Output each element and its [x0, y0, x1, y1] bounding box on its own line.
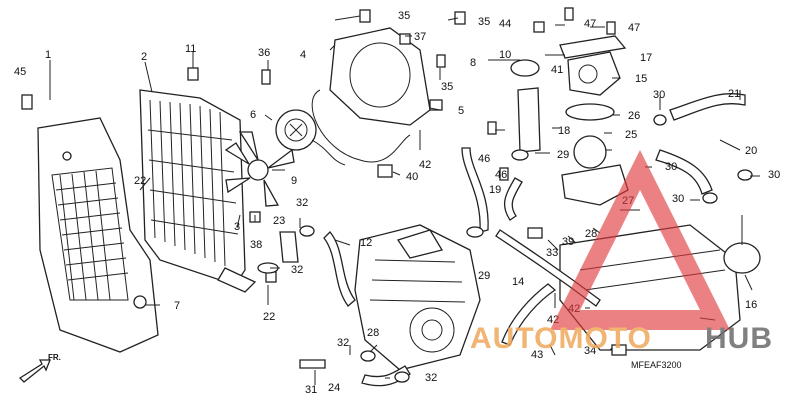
callout-37: 37: [414, 31, 426, 43]
callout-36: 36: [258, 47, 270, 59]
callout-5: 5: [458, 105, 464, 117]
front-label: FR.: [48, 353, 61, 362]
callout-22b: 22: [263, 311, 275, 323]
coolant-hoses: [279, 93, 746, 387]
radiator-grill: [37, 117, 159, 353]
callout-7: 7: [174, 300, 180, 312]
callout-24: 24: [328, 382, 340, 394]
callout-32c: 32: [337, 337, 349, 349]
watermark-text-right: HUB: [705, 322, 773, 355]
callout-16: 16: [745, 299, 757, 311]
callout-14: 14: [512, 276, 524, 288]
callout-9: 9: [291, 175, 297, 187]
callout-33: 33: [546, 247, 558, 259]
callout-6: 6: [250, 109, 256, 121]
callout-34: 34: [584, 345, 596, 357]
callout-26: 26: [628, 110, 640, 122]
callout-43: 43: [531, 349, 543, 361]
callout-47b: 47: [628, 22, 640, 34]
callout-46a: 46: [478, 153, 490, 165]
callout-46b: 46: [495, 169, 507, 181]
callout-44: 44: [499, 18, 511, 30]
front-direction-arrow: FR.: [18, 353, 61, 383]
callout-45: 45: [14, 66, 26, 78]
callout-30c: 30: [672, 193, 684, 205]
leader-lines: [49, 15, 760, 385]
callout-42a: 42: [419, 159, 431, 171]
engine-block: [354, 224, 481, 371]
callout-10: 10: [499, 49, 511, 61]
reference-code: MFEAF3200: [631, 360, 682, 370]
callout-38: 38: [250, 239, 262, 251]
callout-8: 8: [470, 57, 476, 69]
fasteners: [21, 7, 753, 383]
callout-23: 23: [273, 215, 285, 227]
fan-shroud: [311, 27, 431, 163]
watermark-logo: AUTOMOTO HUB: [470, 150, 773, 355]
callout-30d: 30: [768, 169, 780, 181]
cooling-fan: [224, 131, 295, 207]
thermostat-housing: [510, 35, 629, 206]
callout-21: 21: [728, 88, 740, 100]
callout-35a: 35: [398, 10, 410, 22]
callout-1: 1: [45, 49, 51, 61]
callout-30b: 30: [665, 161, 677, 173]
callout-31: 31: [305, 384, 317, 396]
watermark-triangle: [550, 150, 730, 330]
callout-35c: 35: [441, 81, 453, 93]
callout-41: 41: [551, 64, 563, 76]
callout-20: 20: [745, 145, 757, 157]
fan-motor: [275, 109, 346, 166]
callout-25: 25: [625, 129, 637, 141]
callout-40: 40: [406, 171, 418, 183]
callout-12: 12: [360, 237, 372, 249]
callout-35b: 35: [478, 16, 490, 28]
callout-19: 19: [489, 184, 501, 196]
callout-32b: 32: [291, 264, 303, 276]
callout-28b: 28: [367, 327, 379, 339]
radiator-core: [139, 89, 257, 293]
callout-28a: 28: [585, 228, 597, 240]
callout-22a: 22: [134, 175, 146, 187]
callout-15: 15: [635, 73, 647, 85]
callout-4: 4: [300, 49, 306, 61]
callout-47a: 47: [584, 18, 596, 30]
callout-32a: 32: [296, 197, 308, 209]
callout-32d: 32: [425, 372, 437, 384]
callout-2: 2: [141, 51, 147, 63]
callout-29a: 29: [557, 149, 569, 161]
watermark-text-left: AUTOMOTO: [470, 322, 652, 355]
callout-18: 18: [558, 125, 570, 137]
callout-11: 11: [185, 43, 196, 55]
callout-29b: 29: [478, 270, 490, 282]
callout-39: 39: [562, 236, 574, 248]
callout-17: 17: [640, 52, 652, 64]
callout-3: 3: [234, 221, 240, 233]
callout-30a: 30: [653, 89, 665, 101]
